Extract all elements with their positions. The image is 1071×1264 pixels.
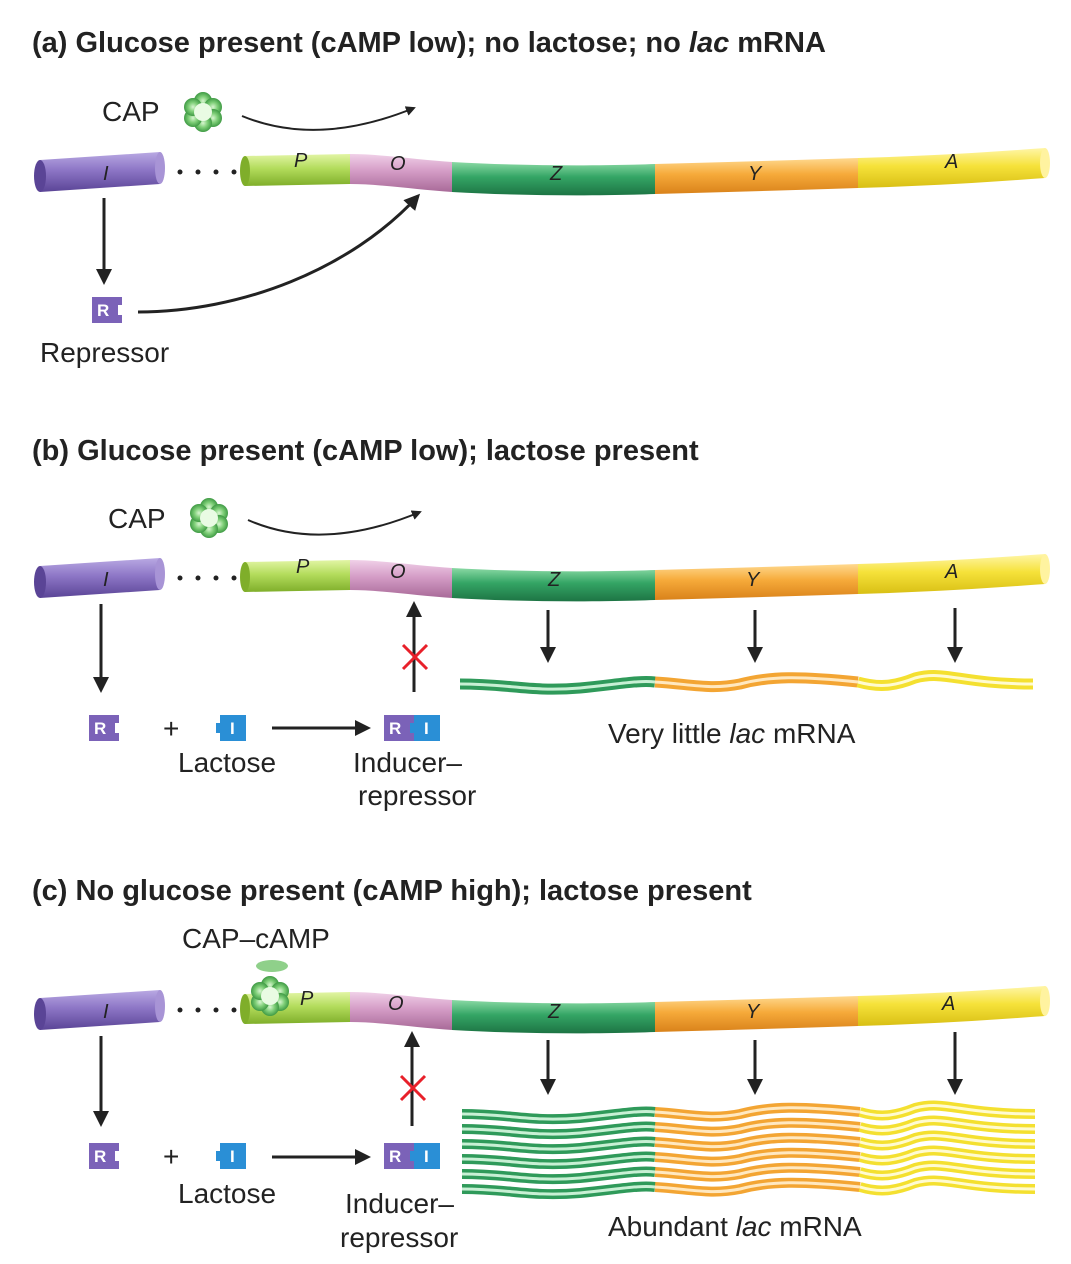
mrna-strand-low	[459, 670, 1034, 695]
gene-p-label: P	[300, 988, 314, 1010]
svg-text:I: I	[424, 1147, 429, 1166]
repressor-icon: R	[92, 297, 126, 323]
inducer-lactose-icon: I	[216, 715, 246, 741]
mrna-level-label: Abundant lac mRNA	[608, 1211, 862, 1242]
gene-o-label: O	[390, 153, 406, 175]
panel-c-title: (c) No glucose present (cAMP high); lact…	[32, 875, 752, 907]
gene-i-label: I	[103, 1001, 109, 1023]
gene-y-label: Y	[746, 569, 761, 591]
gene-a-label: A	[944, 561, 958, 583]
gene-z-label: Z	[547, 1001, 561, 1023]
svg-text:I: I	[230, 719, 235, 738]
inducer-repressor-label-line2: repressor	[340, 1222, 458, 1253]
lac-operon-dna: I P O Z Y A	[34, 148, 1050, 196]
cap-label: CAP	[102, 96, 160, 127]
inducer-repressor-label-line2: repressor	[358, 780, 476, 811]
cap-protein-icon	[190, 498, 228, 538]
gene-p-label: P	[294, 150, 308, 172]
panel-b-title: (b) Glucose present (cAMP low); lactose …	[32, 435, 699, 467]
inducer-repressor-label-line1: Inducer–	[353, 747, 462, 778]
blocked-x-icon	[401, 643, 429, 671]
gene-y-label: Y	[748, 163, 763, 185]
inducer-repressor-complex-icon: R I	[384, 1143, 440, 1169]
lac-operon-dna: I P O Z Y A	[34, 554, 1050, 602]
gene-a-label: A	[941, 993, 955, 1015]
lactose-label: Lactose	[178, 747, 276, 778]
mrna-strands-abundant	[461, 1100, 1036, 1200]
cap-camp-bound-icon	[251, 960, 289, 1016]
repressor-icon: R	[89, 1143, 123, 1169]
plus-sign: +	[163, 1141, 179, 1172]
cap-no-bind-arrow	[241, 106, 416, 131]
svg-text:R: R	[389, 719, 401, 738]
gene-i-label: I	[103, 163, 109, 185]
gene-p-label: P	[296, 556, 310, 578]
inducer-lactose-icon: I	[216, 1143, 246, 1169]
gene-z-label: Z	[549, 163, 563, 185]
gene-a-label: A	[944, 151, 958, 173]
lac-operon-dna: I P O Z Y A	[34, 986, 1050, 1034]
svg-text:R: R	[389, 1147, 401, 1166]
svg-text:I: I	[230, 1147, 235, 1166]
svg-text:R: R	[97, 301, 109, 320]
gene-o-label: O	[388, 993, 404, 1015]
repressor-icon: R	[89, 715, 123, 741]
cap-no-bind-arrow	[247, 510, 422, 536]
repressor-label: Repressor	[40, 337, 169, 368]
panel-a-title: (a) Glucose present (cAMP low); no lacto…	[32, 27, 826, 59]
plus-sign: +	[163, 713, 179, 744]
cap-protein-icon	[184, 92, 222, 132]
gene-z-label: Z	[547, 569, 561, 591]
inducer-repressor-label-line1: Inducer–	[345, 1188, 454, 1219]
svg-text:R: R	[94, 719, 106, 738]
panel-c: (c) No glucose present (cAMP high); lact…	[32, 875, 1050, 1253]
cap-camp-label: CAP–cAMP	[182, 923, 330, 954]
gene-y-label: Y	[746, 1001, 761, 1023]
gene-o-label: O	[390, 561, 406, 583]
svg-text:I: I	[424, 719, 429, 738]
inducer-repressor-complex-icon: R I	[384, 715, 440, 741]
gene-i-label: I	[103, 569, 109, 591]
mrna-level-label: Very little lac mRNA	[608, 718, 856, 749]
panel-b: (b) Glucose present (cAMP low); lactose …	[32, 435, 1050, 811]
lactose-label: Lactose	[178, 1178, 276, 1209]
svg-text:R: R	[94, 1147, 106, 1166]
blocked-x-icon	[399, 1074, 427, 1102]
cap-label: CAP	[108, 503, 166, 534]
panel-a: (a) Glucose present (cAMP low); no lacto…	[32, 27, 1050, 368]
repressor-binds-operator-arrow	[137, 193, 421, 314]
